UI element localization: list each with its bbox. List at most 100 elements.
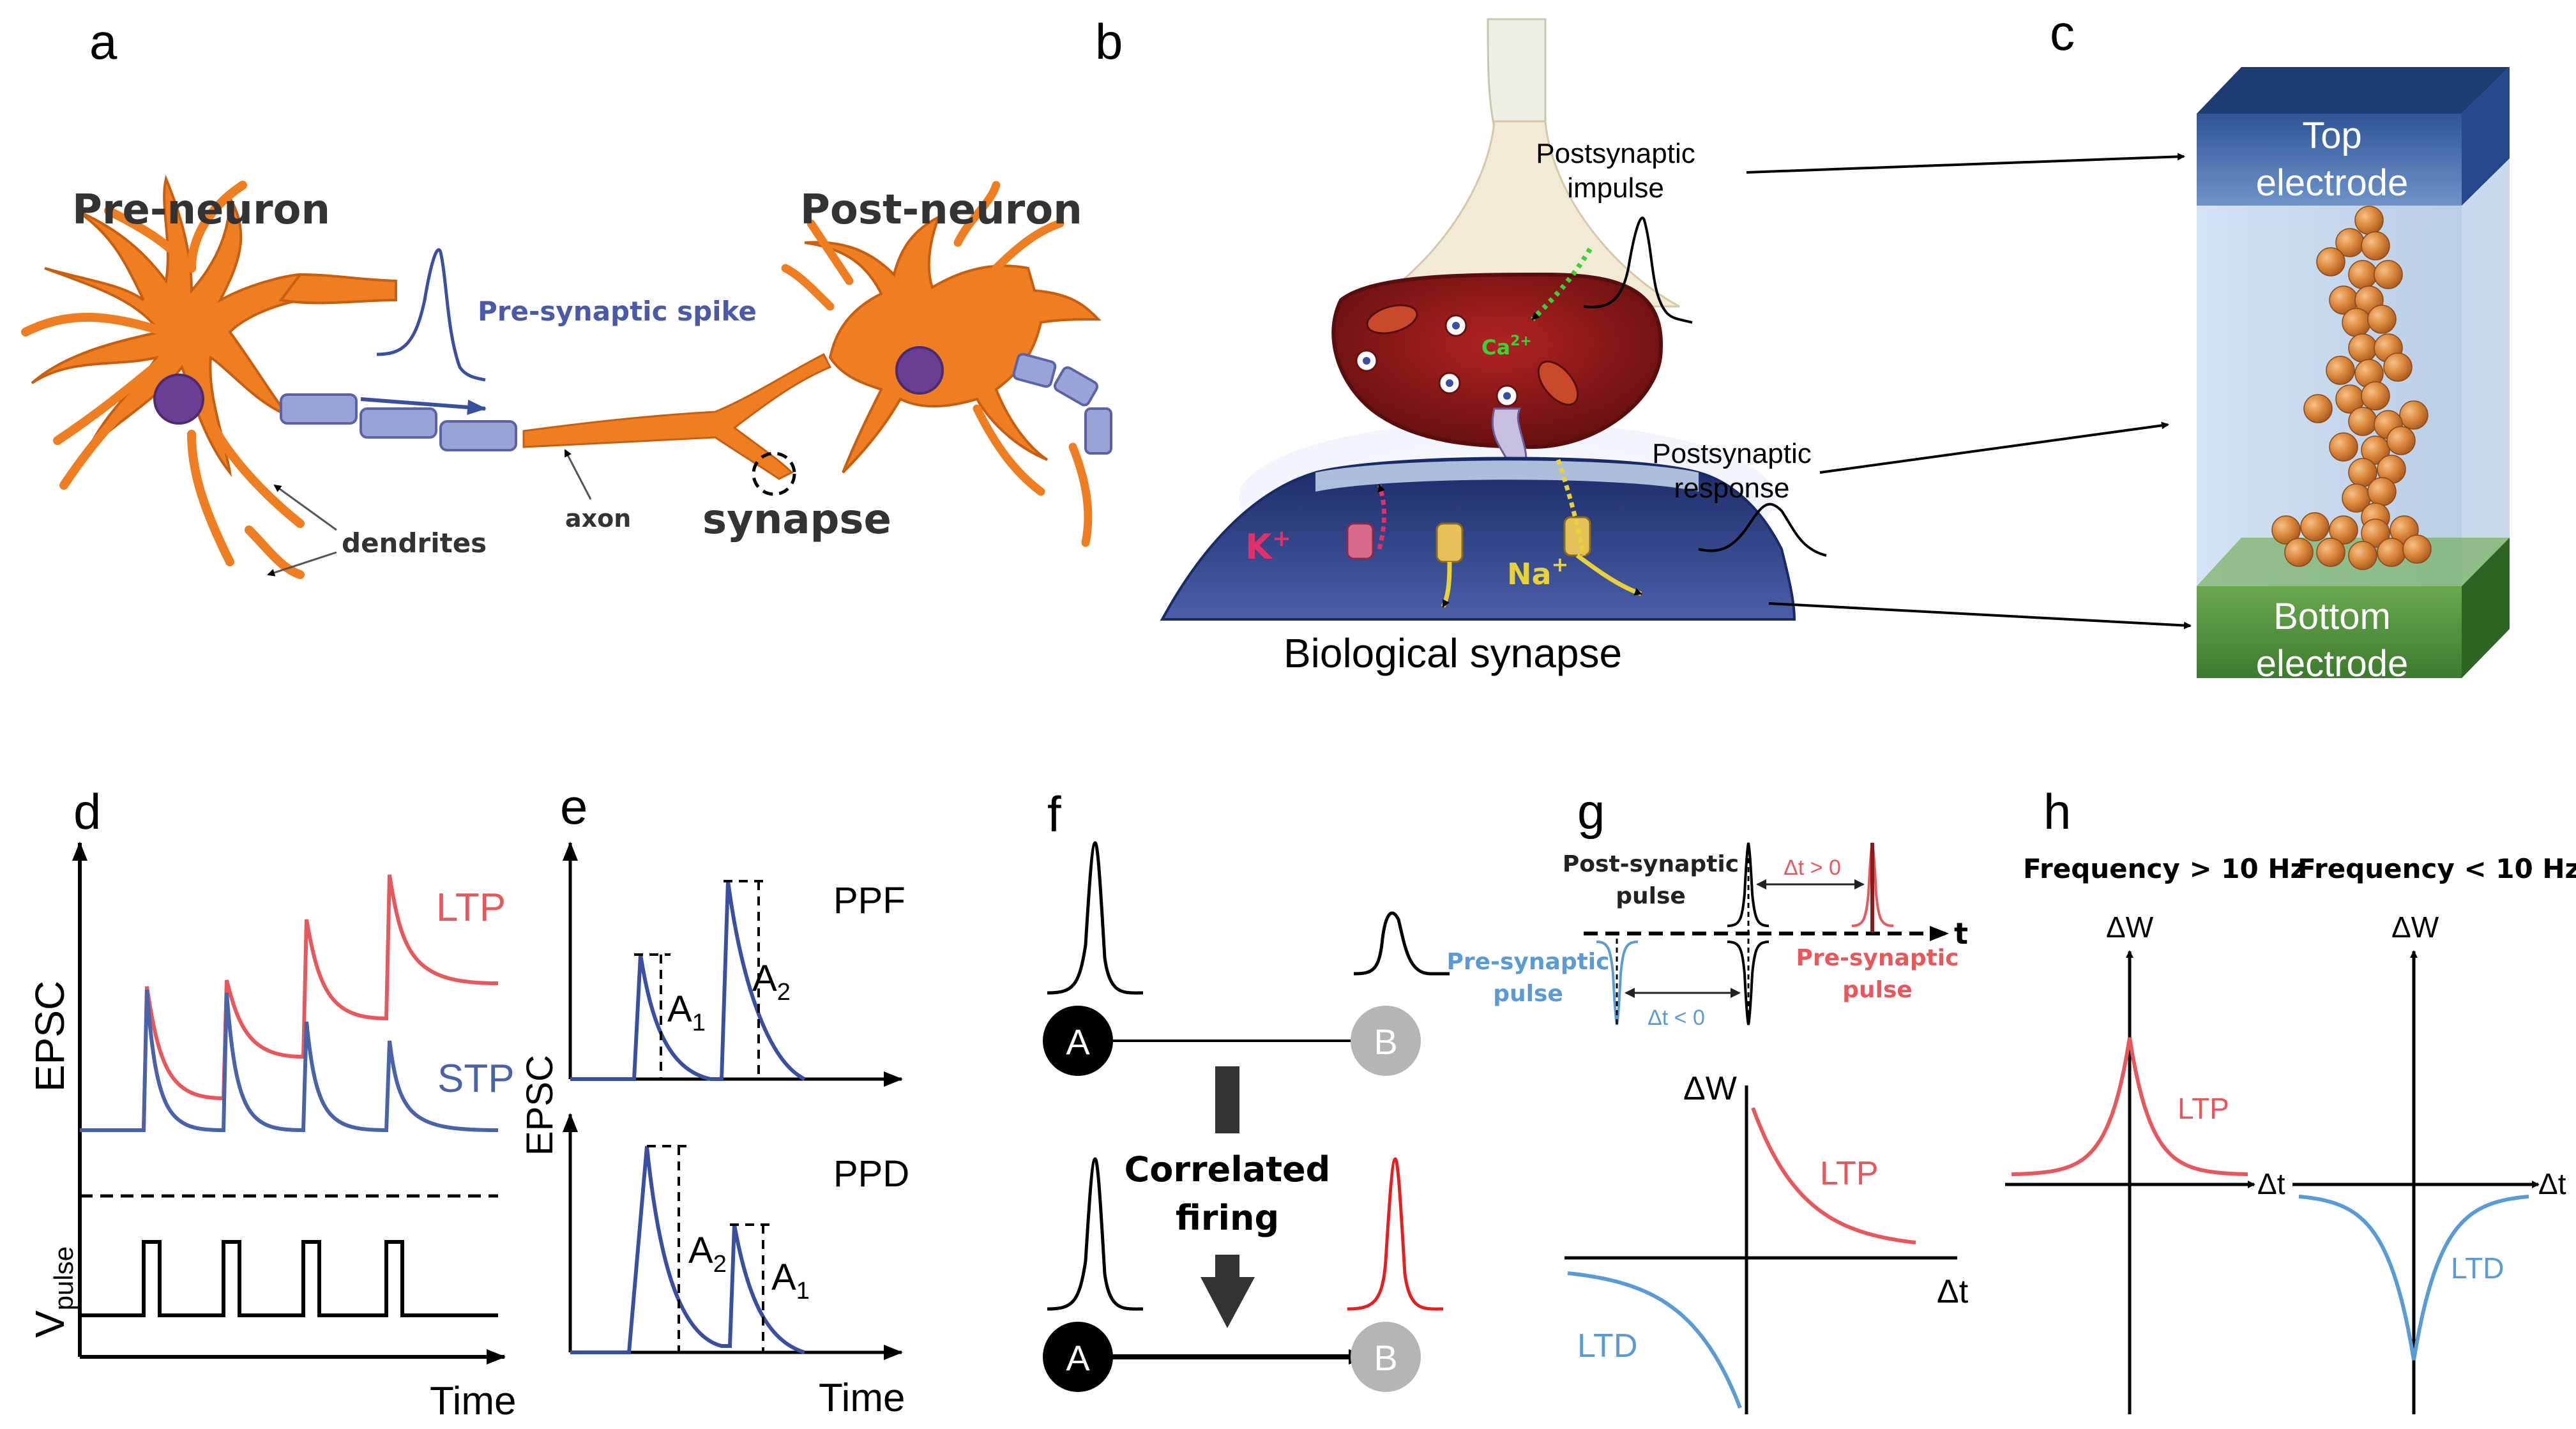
- g-ltp-curve: [1751, 1107, 1916, 1244]
- filament-particle: [2367, 305, 2397, 334]
- h-ltd-label: LTD: [2451, 1251, 2504, 1285]
- postsynaptic-impulse-trace: [1583, 216, 1693, 324]
- h-left-dw-label: ΔW: [2106, 911, 2154, 944]
- f-node-b-bottom: [1351, 1322, 1421, 1392]
- f-correlated-line2: firing: [1176, 1198, 1279, 1238]
- g-dw-label: ΔW: [1683, 1070, 1737, 1107]
- ion-ca-charge: 2+: [1510, 333, 1532, 349]
- f-node-a-bottom: [1043, 1322, 1113, 1392]
- panel-e: e PPF A1 A2 PPD A2 A1 EPSC Time: [519, 778, 909, 1420]
- top-electrode-top-face: [2197, 67, 2510, 114]
- panel-letter-b: b: [1095, 13, 1123, 70]
- ppf-a2: A: [752, 958, 777, 999]
- f-spike-a-top: [1047, 841, 1144, 995]
- bottom-electrode-side-face: [2462, 538, 2510, 678]
- d-ltp-label: LTP: [436, 886, 506, 930]
- filament-particle: [2402, 534, 2432, 564]
- ppf-label: PPF: [833, 880, 905, 921]
- potassium-label: K+: [1245, 525, 1291, 567]
- g-dt-negative: Δt < 0: [1648, 1006, 1705, 1030]
- panel-letter-g: g: [1577, 783, 1605, 840]
- filament-particle: [2348, 407, 2377, 436]
- filament-particle: [2329, 515, 2358, 545]
- filament-particle: [2329, 432, 2358, 462]
- f-node-a-bottom-label: A: [1066, 1338, 1090, 1378]
- d-vpulse-subscript: pulse: [49, 1246, 79, 1310]
- synapse-label: synapse: [702, 496, 891, 543]
- d-vpulse-label: V: [27, 1310, 73, 1338]
- panel-b: b Ca2+: [1095, 13, 2192, 676]
- g-pre-right-line2: pulse: [1842, 977, 1913, 1003]
- connector-arrow-top: [1746, 153, 2185, 174]
- post-neuron-label: Post-neuron: [800, 186, 1082, 234]
- f-node-b-top: [1351, 1006, 1421, 1076]
- f-correlation-bar: [1215, 1066, 1239, 1133]
- response-label-line2: response: [1674, 473, 1789, 504]
- filament-particle: [2284, 538, 2314, 567]
- ion-ca: Ca: [1481, 335, 1510, 359]
- f-spike-b-bottom: [1347, 1157, 1444, 1311]
- postsynaptic-response-trace: [1698, 503, 1827, 557]
- ion-k: K: [1245, 527, 1273, 567]
- filament-particle: [2271, 515, 2301, 545]
- ion-na: Na: [1507, 557, 1552, 591]
- panel-a: a Pre-synaptic spike: [21, 13, 1112, 579]
- panel-letter-d: d: [73, 783, 101, 840]
- f-spike-b-top: [1353, 911, 1450, 976]
- top-electrode-label-line1: Top: [2302, 115, 2362, 156]
- post-neuron-dendrites: [781, 181, 1093, 547]
- pre-neuron-nucleus: [153, 374, 204, 425]
- filament-particle: [2354, 206, 2384, 235]
- ppd-a1: A: [771, 1257, 796, 1298]
- filament-particle: [2361, 518, 2390, 548]
- ppf-guides: [634, 880, 766, 1079]
- filament-particle: [2316, 247, 2345, 276]
- ppd-trace: [570, 1145, 805, 1354]
- f-node-b-top-label: B: [1374, 1022, 1397, 1062]
- impulse-label-line1: Postsynaptic: [1536, 138, 1695, 169]
- svg-text:A1: A1: [771, 1257, 810, 1304]
- panel-letter-a: a: [89, 13, 117, 70]
- response-label-line1: Postsynaptic: [1652, 438, 1811, 469]
- f-correlated-line1: Correlated: [1125, 1149, 1331, 1190]
- h-ltp-curve: [2011, 1037, 2248, 1177]
- ppd-a2: A: [688, 1230, 713, 1271]
- spike-direction-arrow: [360, 397, 487, 415]
- dendrites-pointer-2: [267, 551, 337, 577]
- f-arrow-shaft: [1215, 1255, 1239, 1277]
- post-neuron-nucleus: [895, 346, 944, 395]
- f-node-b-bottom-label: B: [1374, 1338, 1397, 1378]
- pre-neuron-body: [31, 174, 397, 478]
- cleft-band: [1315, 460, 1699, 492]
- ppf-a1-sub: 1: [692, 1009, 706, 1036]
- g-post-spike-down: [1727, 941, 1769, 1025]
- g-post-label-line1: Post-synaptic: [1563, 851, 1739, 877]
- filament-particle: [2348, 541, 2377, 570]
- h-right-dt-label: Δt: [2538, 1167, 2566, 1200]
- ppd-label: PPD: [833, 1153, 909, 1195]
- conductive-filament-particles: [2271, 206, 2432, 570]
- f-node-a-top: [1043, 1006, 1113, 1076]
- vesicle-cores: [1363, 322, 1511, 400]
- d-stp-label: STP: [437, 1057, 515, 1101]
- dendrites-pointer-1: [273, 484, 337, 531]
- g-ltp-label: LTP: [1820, 1155, 1879, 1192]
- filament-particle: [2342, 308, 2371, 337]
- post-neuron-myelin: [1012, 352, 1112, 455]
- g-dt-positive: Δt > 0: [1784, 856, 1841, 880]
- svg-text:A2: A2: [752, 958, 791, 1006]
- svg-text:A2: A2: [688, 1230, 727, 1278]
- g-ltd-curve: [1567, 1271, 1742, 1409]
- filament-particle: [2367, 477, 2397, 506]
- panel-letter-f: f: [1047, 786, 1061, 842]
- f-arrow-head: [1201, 1277, 1255, 1328]
- h-right-dw-label: ΔW: [2391, 911, 2439, 944]
- filament-particle: [2303, 394, 2333, 423]
- axon-pointer: [564, 449, 592, 500]
